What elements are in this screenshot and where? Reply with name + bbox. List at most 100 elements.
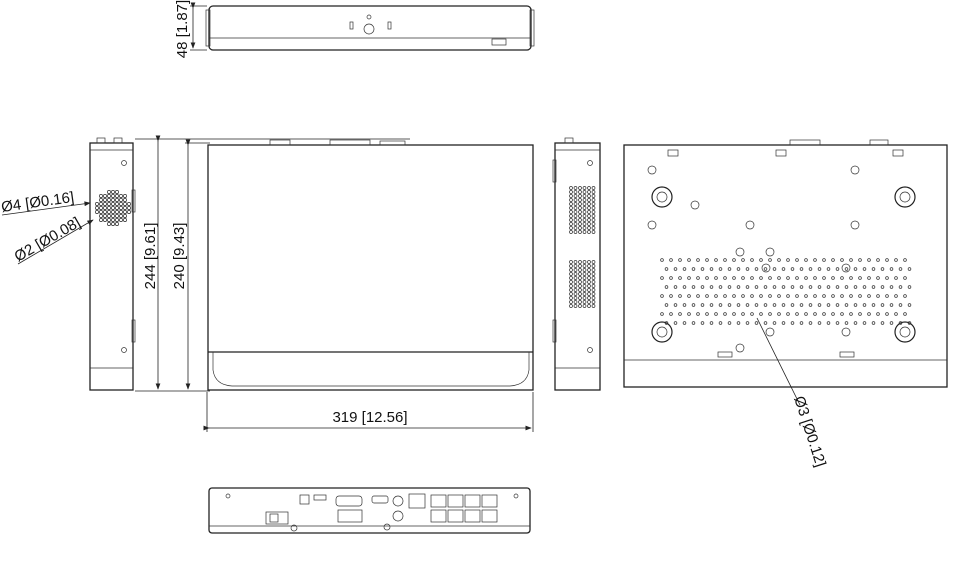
vent-hole: [763, 285, 768, 289]
vent-hole: [569, 288, 573, 292]
vent-hole: [578, 260, 582, 264]
vent-hole: [569, 202, 573, 206]
vent-hole: [795, 312, 799, 316]
vent-hole: [573, 300, 578, 304]
vent-hole: [858, 258, 862, 262]
vent-hole: [858, 276, 862, 280]
poe-port: [430, 494, 447, 508]
vent-hole: [817, 303, 822, 307]
vent-hole: [696, 312, 700, 316]
poe-port: [447, 494, 464, 508]
mesh-hole: [115, 214, 119, 218]
vent-hole: [813, 258, 817, 262]
vent-hole: [871, 303, 876, 307]
vent-hole: [840, 258, 844, 262]
vent-hole: [781, 285, 786, 289]
mesh-hole: [115, 198, 119, 202]
audio-out-port: [392, 495, 404, 507]
mesh-hole: [119, 218, 123, 222]
vent-hole: [591, 194, 596, 198]
vent-hole: [573, 264, 578, 268]
vent-hole: [808, 303, 813, 307]
vent-hole: [578, 190, 582, 194]
vent-hole: [772, 303, 777, 307]
vent-hole: [591, 292, 596, 296]
vent-hole: [903, 294, 907, 298]
vent-hole: [582, 218, 587, 222]
vent-hole: [669, 258, 673, 262]
vent-hole: [587, 292, 591, 296]
vent-hole: [669, 276, 673, 280]
vga-port: [335, 495, 363, 507]
vent-hole: [591, 230, 596, 234]
vent-hole: [591, 202, 596, 206]
power-port: [299, 494, 310, 505]
vent-hole: [696, 276, 700, 280]
vent-hole: [876, 294, 880, 298]
mesh-hole: [107, 194, 111, 198]
vent-hole: [813, 276, 817, 280]
vent-hole: [880, 285, 885, 289]
vent-hole: [799, 303, 804, 307]
vent-hole: [573, 222, 578, 226]
screw-hole: [850, 165, 860, 175]
vent-hole: [741, 258, 745, 262]
vent-hole: [898, 285, 903, 289]
vent-hole: [853, 285, 858, 289]
vent-hole: [718, 285, 723, 289]
speaker-mesh: [95, 190, 131, 226]
vent-hole: [578, 194, 582, 198]
vent-hole: [813, 312, 817, 316]
audio-in-port: [392, 510, 404, 522]
vent-hole: [826, 321, 831, 325]
vent-hole: [582, 304, 587, 308]
mesh-hole: [99, 202, 103, 206]
large-hole-label: Ø4 [Ø0.16]: [0, 189, 75, 216]
vent-hole: [578, 206, 582, 210]
vent-hole: [591, 304, 596, 308]
vent-hole: [591, 260, 596, 264]
front-view: 48 [1.87]: [174, 0, 535, 58]
vent-hole: [768, 312, 772, 316]
mesh-hole: [99, 210, 103, 214]
vent-hole: [573, 268, 578, 272]
vent-hole: [777, 294, 781, 298]
vent-hole: [700, 285, 705, 289]
vent-hole: [664, 303, 669, 307]
vent-hole: [781, 321, 786, 325]
mesh-hole: [107, 206, 111, 210]
vent-hole: [591, 190, 596, 194]
vent-hole: [862, 285, 867, 289]
vent-hole: [682, 267, 687, 271]
vent-hole: [853, 303, 858, 307]
mesh-hole: [123, 198, 127, 202]
vent-hole: [673, 321, 678, 325]
vent-hole: [759, 294, 763, 298]
lan-port: [408, 493, 426, 509]
vent-hole: [573, 218, 578, 222]
vent-hole: [582, 186, 587, 190]
vent-hole: [898, 321, 903, 325]
vent-hole: [591, 276, 596, 280]
vent-hole: [862, 303, 867, 307]
top-view: 319 [12.56]: [203, 139, 534, 432]
vent-hole: [573, 304, 578, 308]
mesh-hole: [99, 206, 103, 210]
vent-hole: [582, 276, 587, 280]
mesh-hole: [115, 202, 119, 206]
vent-hole: [573, 206, 578, 210]
vent-hole: [885, 294, 889, 298]
vent-hole: [777, 276, 781, 280]
vent-hole: [669, 312, 673, 316]
vent-hole: [582, 300, 587, 304]
vent-hole: [664, 285, 669, 289]
mesh-hole: [103, 198, 107, 202]
vent-hole: [582, 210, 587, 214]
vent-hole: [578, 222, 582, 226]
foot: [894, 186, 916, 208]
mesh-hole: [111, 206, 115, 210]
depth-dimensions: 244 [9.61] 240 [9.43]: [135, 135, 410, 392]
vent-hole: [573, 284, 578, 288]
vent-hole: [664, 267, 669, 271]
vent-hole: [591, 218, 596, 222]
